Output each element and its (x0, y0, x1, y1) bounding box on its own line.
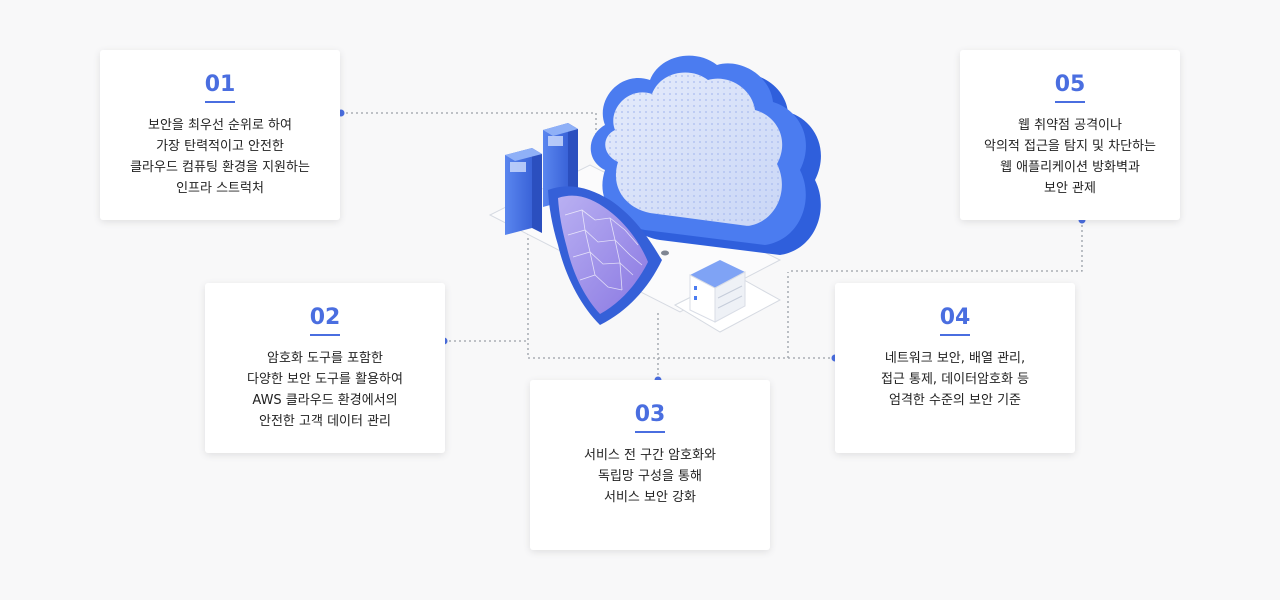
shield-icon (548, 186, 662, 325)
card-number: 02 (309, 305, 341, 336)
card-number: 03 (634, 402, 666, 433)
connector-05 (790, 220, 1083, 272)
feature-card-02: 02 암호화 도구를 포함한 다양한 보안 도구를 활용하여 AWS 클라우드 … (205, 283, 445, 453)
connector-04 (527, 341, 835, 359)
server-box (689, 260, 746, 323)
card-number: 01 (204, 72, 236, 103)
card-description: 서비스 전 구간 암호화와 독립망 구성을 통해 서비스 보안 강화 (584, 448, 716, 505)
security-cloud-illustration (488, 55, 821, 333)
cloud-icon (590, 55, 821, 255)
card-description: 암호화 도구를 포함한 다양한 보안 도구를 활용하여 AWS 클라우드 환경에… (247, 351, 403, 429)
connector-01 (341, 112, 597, 150)
feature-card-01: 01 보안을 최우선 순위로 하여 가장 탄력적이고 안전한 클라우드 컴퓨팅 … (100, 50, 340, 220)
server-tower-left (505, 148, 542, 235)
card-description: 보안을 최우선 순위로 하여 가장 탄력적이고 안전한 클라우드 컴퓨팅 환경을… (130, 118, 310, 196)
card-number: 04 (939, 305, 971, 336)
card-description: 네트워크 보안, 배열 관리, 접근 통제, 데이터암호화 등 엄격한 수준의 … (880, 351, 1030, 408)
card-description: 웹 취약점 공격이나 악의적 접근을 탐지 및 차단하는 웹 애플리케이션 방화… (983, 118, 1156, 196)
feature-card-03: 03 서비스 전 구간 암호화와 독립망 구성을 통해 서비스 보안 강화 (530, 380, 770, 550)
feature-card-05: 05 웹 취약점 공격이나 악의적 접근을 탐지 및 차단하는 웹 애플리케이션… (960, 50, 1180, 220)
feature-card-04: 04 네트워크 보안, 배열 관리, 접근 통제, 데이터암호화 등 엄격한 수… (835, 283, 1075, 453)
server-tower-right (543, 123, 578, 207)
card-number: 05 (1054, 72, 1086, 103)
